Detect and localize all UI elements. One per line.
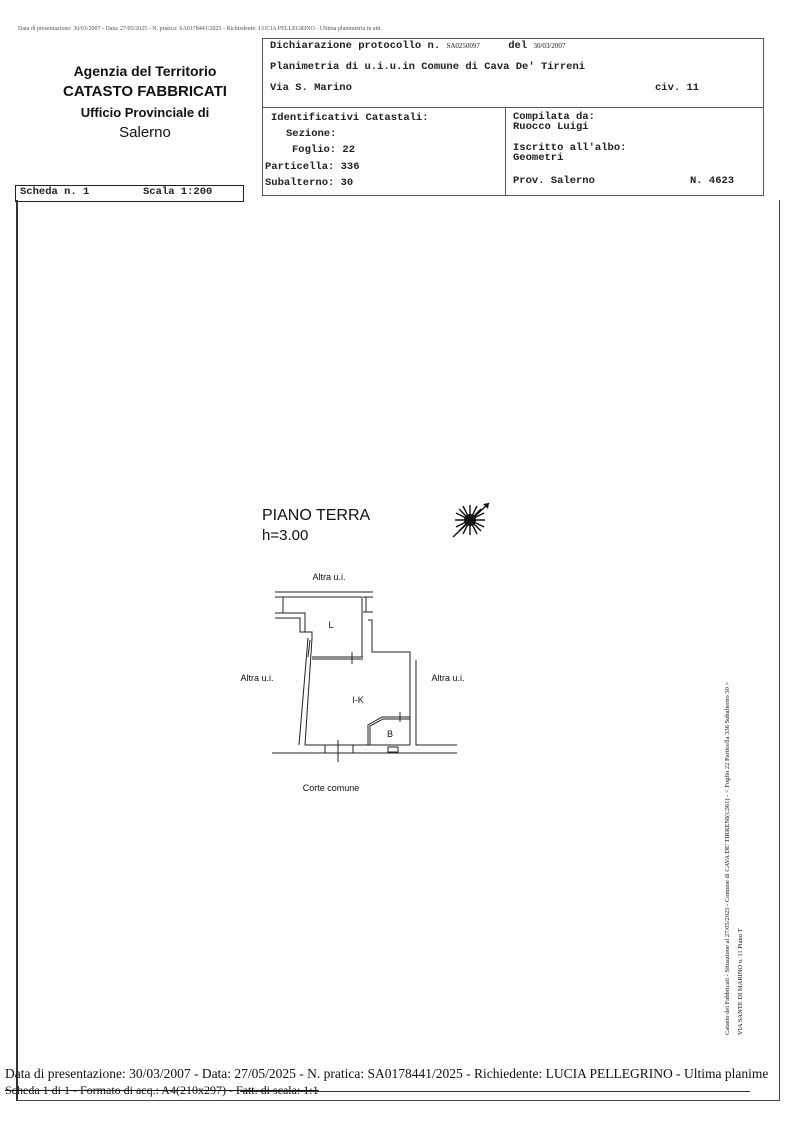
planimetry-line: Planimetria di u.i.u.in Comune di Cava D… bbox=[270, 61, 586, 73]
sheet-box bbox=[15, 185, 244, 202]
room-l: L bbox=[328, 620, 333, 630]
footer-line2: Scheda 1 di 1 - Formato di acq.: A4(210x… bbox=[5, 1083, 319, 1097]
declaration-label: Dichiarazione protocollo n. bbox=[270, 40, 441, 52]
drawing-frame bbox=[16, 200, 780, 1101]
header-box bbox=[262, 38, 764, 196]
floor-plan: Altra u.i. Altra u.i. Altra u.i. Corte c… bbox=[240, 572, 464, 793]
protocol-number: SA0250097 bbox=[446, 42, 480, 50]
particella: Particella: 336 bbox=[265, 161, 360, 173]
agency-name: Agenzia del Territorio bbox=[73, 63, 217, 79]
sezione: Sezione: bbox=[286, 128, 337, 140]
header-divider bbox=[262, 107, 763, 108]
header-column-divider bbox=[505, 107, 506, 195]
sheet-number: Scheda n. 1 bbox=[20, 186, 90, 198]
foglio: Foglio: 22 bbox=[292, 144, 356, 156]
identifiers-title: Identificativi Catastali: bbox=[271, 112, 429, 124]
del-label: del bbox=[508, 40, 528, 52]
agency-city: Salerno bbox=[119, 124, 171, 141]
street: Via S. Marino bbox=[270, 82, 352, 94]
agency-office: Ufficio Provinciale di bbox=[80, 105, 210, 120]
agency-section: CATASTO FABBRICATI bbox=[63, 83, 227, 100]
compiler-label: Compilata da: bbox=[513, 111, 595, 123]
albo: Geometri bbox=[513, 152, 564, 164]
floor-title: PIANO TERRA bbox=[262, 507, 371, 524]
albo-label: Iscritto all'albo: bbox=[513, 142, 627, 154]
label-right-unit: Altra u.i. bbox=[431, 673, 464, 683]
label-courtyard: Corte comune bbox=[303, 783, 360, 793]
side-note-line2: VIA SANTE DI MARINO n. 11 Piano T bbox=[737, 928, 744, 1035]
label-top-unit: Altra u.i. bbox=[312, 572, 345, 582]
room-ik: I-K bbox=[352, 695, 364, 705]
subalterno: Subalterno: 30 bbox=[265, 177, 354, 189]
label-left-unit: Altra u.i. bbox=[240, 673, 273, 683]
province: Prov. Salerno bbox=[513, 175, 595, 187]
registration-number: N. 4623 bbox=[690, 175, 735, 187]
footer-rule bbox=[240, 1091, 750, 1092]
declaration-row: Dichiarazione protocollo n. SA0250097 de… bbox=[270, 40, 565, 52]
room-b: B bbox=[387, 729, 393, 739]
side-note-line1: Catasto dei Fabbricati - Situazione al 2… bbox=[724, 681, 731, 1035]
top-note: Data di presentazione: 30/03/2007 - Data… bbox=[18, 26, 381, 32]
declaration-date: 30/03/2007 bbox=[533, 42, 566, 50]
sheet-scale: Scala 1:200 bbox=[143, 186, 213, 198]
civic-number: civ. 11 bbox=[655, 82, 700, 94]
footer-line1: Data di presentazione: 30/03/2007 - Data… bbox=[5, 1066, 769, 1081]
floor-height: h=3.00 bbox=[262, 527, 309, 544]
north-arrow-icon bbox=[452, 502, 490, 538]
compiler-name: Ruocco Luigi bbox=[513, 121, 589, 133]
